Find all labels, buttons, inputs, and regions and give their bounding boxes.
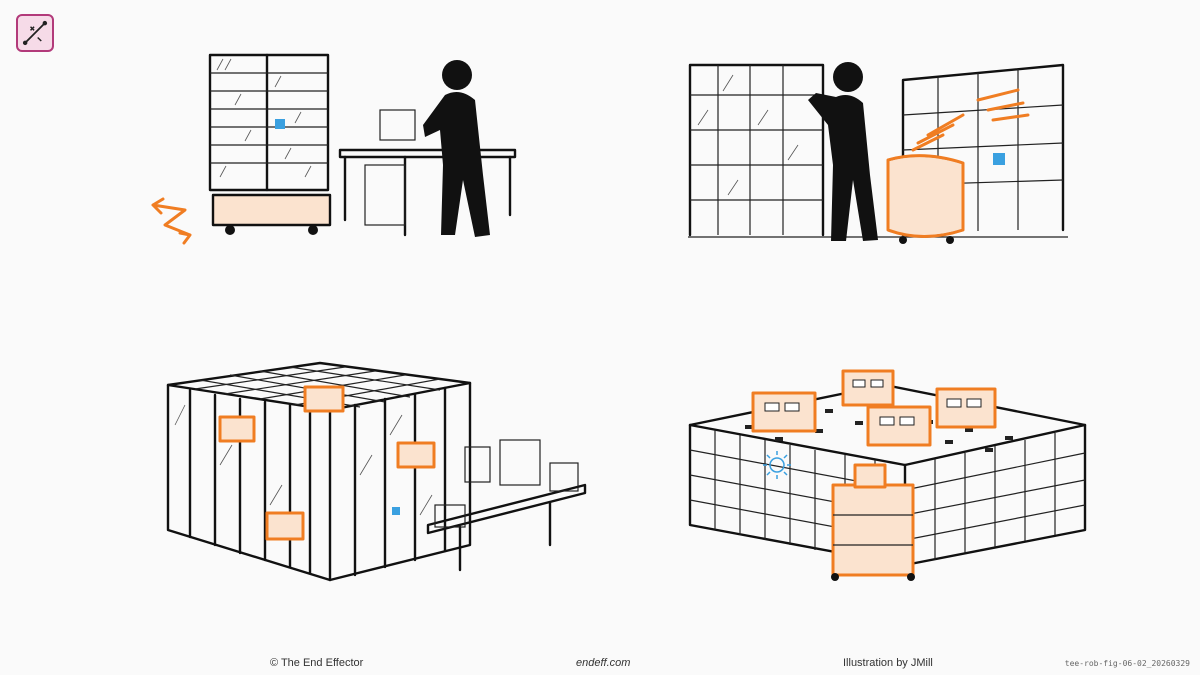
goods-to-person-shelf-robot-illustration (145, 45, 525, 250)
person-picking-with-mobile-robot-illustration (688, 55, 1068, 250)
site-link[interactable]: endeff.com (576, 657, 631, 669)
cube-storage-grid-robots-illustration (685, 365, 1090, 585)
figure-id: tee-rob-fig-06-02_20260329 (1064, 659, 1190, 668)
grid-storage-shuttle-system-illustration (160, 355, 590, 590)
illustration-credit: Illustration by JMill (843, 657, 933, 669)
end-effector-logo-icon (16, 14, 54, 52)
copyright-text: © The End Effector (270, 657, 364, 669)
